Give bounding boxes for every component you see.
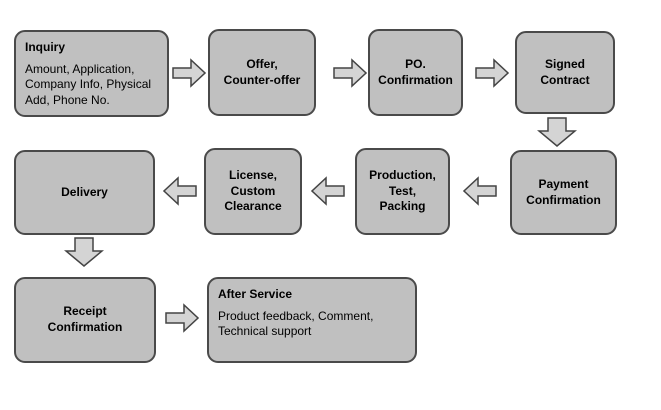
node-payment-title: Payment Confirmation [526,176,601,207]
node-license-title: License, Custom Clearance [224,168,282,214]
node-after-service: After Service Product feedback, Comment,… [207,277,417,363]
arrow-left-icon [311,176,345,206]
arrow-right-icon [165,303,199,333]
arrow-down-icon [537,117,577,147]
arrow-right-icon [333,58,367,88]
node-delivery: Delivery [14,150,155,235]
node-inquiry-body: Amount, Application, Company Info, Physi… [25,61,152,108]
node-production-title: Production, Test, Packing [369,168,436,214]
node-signed-contract: Signed Contract [515,31,615,114]
node-receipt-confirmation: Receipt Confirmation [14,277,156,363]
arrow-down-icon [64,237,104,267]
node-offer-counter-offer: Offer, Counter-offer [208,29,316,116]
node-signed-title: Signed Contract [540,56,590,87]
node-inquiry-title: Inquiry [25,40,66,54]
arrow-right-icon [172,58,206,88]
node-po-confirmation: PO. Confirmation [368,29,463,116]
node-inquiry: Inquiry Amount, Application, Company Inf… [14,30,169,117]
node-offer-title: Offer, Counter-offer [223,56,301,87]
node-delivery-title: Delivery [61,184,108,199]
node-after-service-title: After Service [218,287,293,301]
node-production-test-packing: Production, Test, Packing [355,148,450,235]
arrow-left-icon [163,176,197,206]
node-po-title: PO. Confirmation [378,56,453,87]
arrow-right-icon [475,58,509,88]
node-receipt-title: Receipt Confirmation [47,304,123,334]
node-license-custom-clearance: License, Custom Clearance [204,148,302,235]
node-payment-confirmation: Payment Confirmation [510,150,617,235]
arrow-left-icon [463,176,497,206]
node-after-service-body: Product feedback, Comment, Technical sup… [218,308,374,339]
